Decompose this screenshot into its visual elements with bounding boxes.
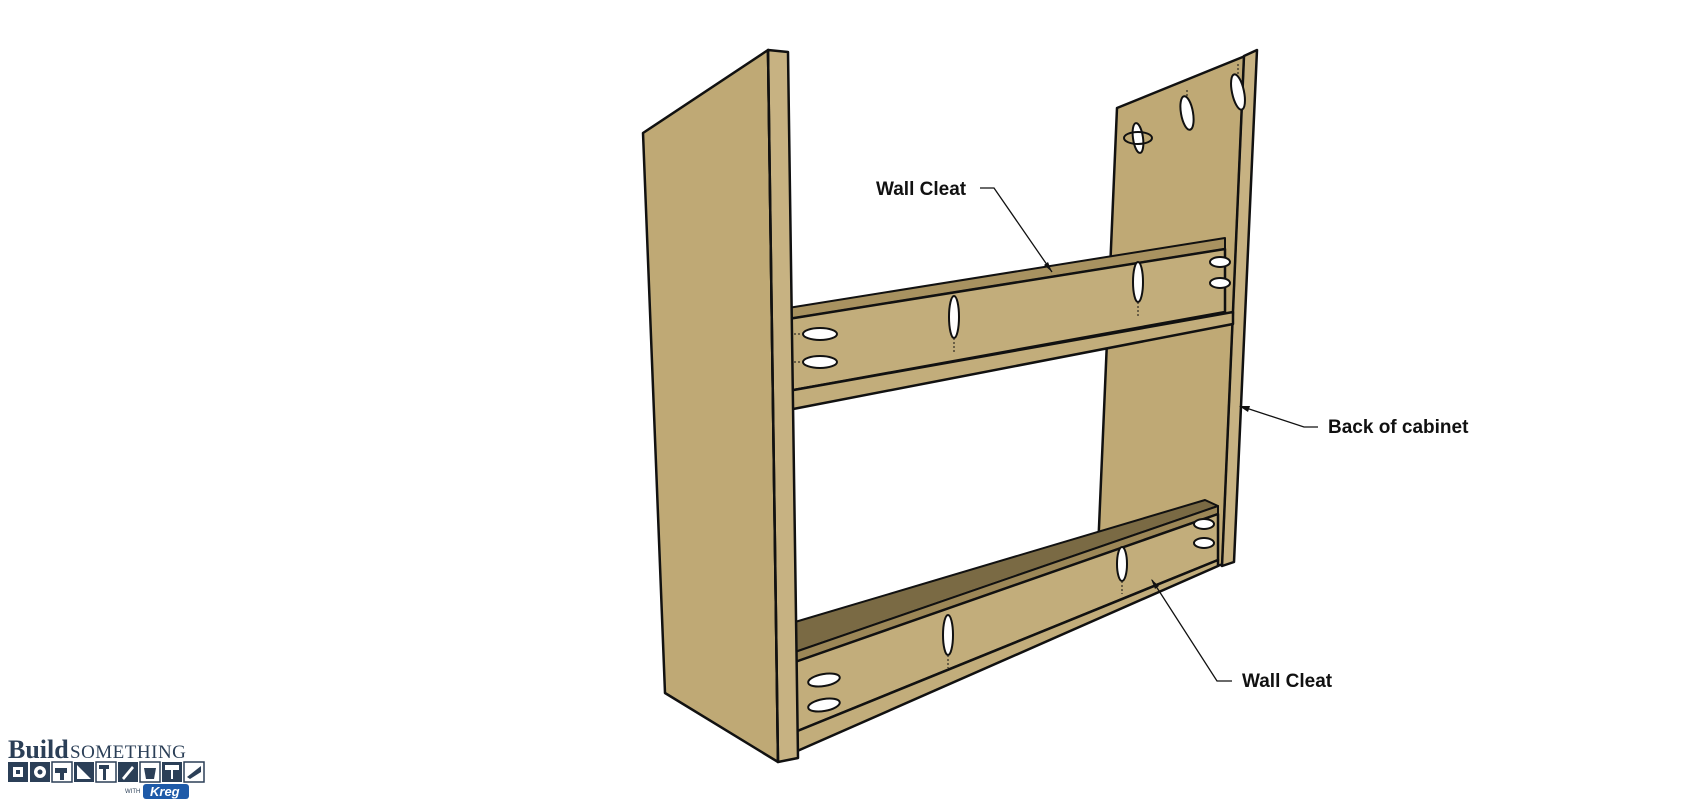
callout-wall-cleat-bottom: Wall Cleat bbox=[1151, 579, 1333, 692]
pocket-hole bbox=[807, 697, 841, 713]
kreg-logo: Kreg bbox=[143, 784, 189, 799]
pocket-hole bbox=[802, 355, 838, 369]
pocket-hole bbox=[1209, 277, 1231, 289]
bottom-wall-cleat bbox=[793, 499, 1220, 754]
logo-icon-row bbox=[8, 761, 205, 783]
square-icon bbox=[74, 762, 94, 782]
pocket-hole bbox=[802, 327, 838, 341]
buildsomething-logo: Build SOMETHING bbox=[8, 735, 205, 799]
logo-something-text: SOMETHING bbox=[70, 742, 186, 763]
pocket-hole bbox=[942, 614, 954, 656]
wall-cleat-top-label: Wall Cleat bbox=[876, 179, 967, 200]
paint-roller-icon bbox=[162, 762, 182, 782]
callout-wall-cleat-top: Wall Cleat bbox=[876, 179, 1053, 273]
saw-icon bbox=[183, 761, 205, 783]
brush-icon bbox=[118, 762, 138, 782]
pocket-hole bbox=[948, 295, 960, 339]
pocket-hole bbox=[1132, 261, 1144, 303]
back-of-cabinet-label: Back of cabinet bbox=[1328, 417, 1469, 438]
left-side-panel bbox=[641, 48, 800, 764]
top-wall-cleat bbox=[786, 237, 1235, 412]
pocket-hole bbox=[1193, 537, 1215, 549]
box-icon bbox=[8, 762, 28, 782]
pocket-hole bbox=[1193, 518, 1215, 530]
drill-icon bbox=[51, 761, 73, 783]
pocket-hole bbox=[1131, 122, 1145, 154]
pocket-hole bbox=[1123, 131, 1153, 145]
pocket-hole bbox=[1116, 546, 1128, 582]
callout-back-of-cabinet: Back of cabinet bbox=[1239, 405, 1469, 438]
logo-build-text: Build bbox=[8, 735, 69, 764]
pocket-hole bbox=[1179, 95, 1195, 131]
pocket-hole bbox=[1209, 256, 1231, 268]
logo-kreg-text: Kreg bbox=[150, 784, 180, 799]
gear-icon bbox=[30, 762, 50, 782]
pocket-hole bbox=[807, 672, 841, 688]
logo-with-text: WITH bbox=[125, 789, 140, 795]
wall-cleat-bottom-label: Wall Cleat bbox=[1242, 671, 1333, 692]
hammer-icon bbox=[95, 761, 117, 783]
pocket-hole bbox=[1230, 73, 1246, 111]
left-panel-face bbox=[641, 48, 780, 764]
bucket-icon bbox=[139, 761, 161, 783]
